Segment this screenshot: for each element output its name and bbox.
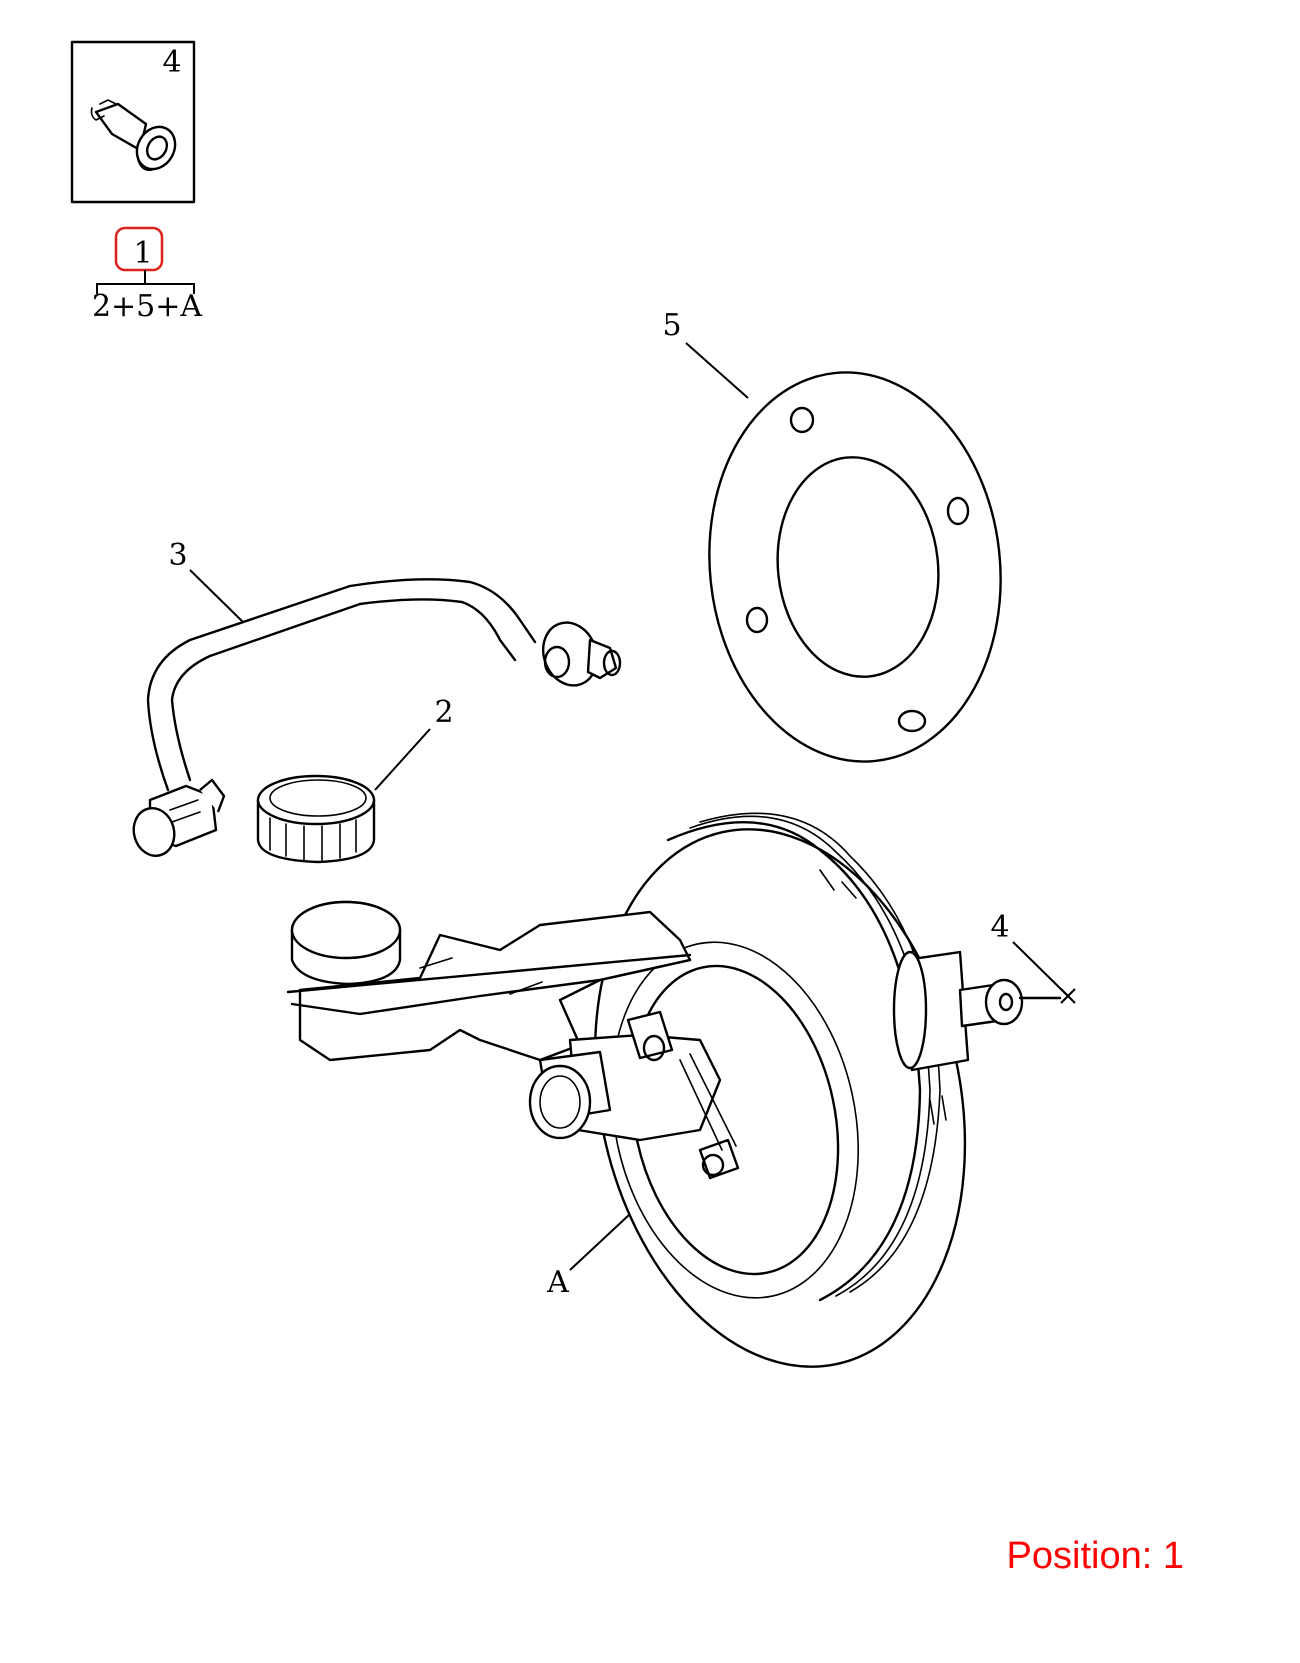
group-callout[interactable]: 1 2+5+A xyxy=(92,226,202,324)
booster-assembly-A[interactable]: A xyxy=(286,795,1062,1402)
inset-part-4[interactable]: 4 xyxy=(70,40,196,204)
inset-callout-4: 4 xyxy=(162,45,181,80)
hose-tube xyxy=(146,578,537,792)
gasket-bolt-hole xyxy=(789,406,815,434)
cap-top xyxy=(256,774,376,826)
master-cylinder-reservoir xyxy=(286,900,692,1062)
gasket-bolt-hole xyxy=(897,709,927,733)
callout-A: A xyxy=(546,1265,569,1300)
callout-5: 5 xyxy=(662,308,681,343)
booster-pushrod xyxy=(892,950,1062,1125)
hose-tube xyxy=(170,598,517,782)
leader-4 xyxy=(1012,941,1069,997)
gasket-bolt-hole xyxy=(745,606,769,634)
leader-3 xyxy=(189,569,244,623)
callout-3: 3 xyxy=(168,538,187,573)
callout-4: 4 xyxy=(990,910,1009,945)
clip-part-4[interactable]: 4 xyxy=(990,910,1076,1004)
gasket-outer-edge xyxy=(708,371,1002,763)
master-cylinder-body xyxy=(528,1010,740,1180)
clip-pin-icon xyxy=(90,99,177,172)
leader-A xyxy=(569,1213,631,1271)
callout-highlight xyxy=(114,226,164,272)
group-formula: 2+5+A xyxy=(92,289,202,324)
clip-marker-icon xyxy=(1060,988,1076,1004)
group-callout-1: 1 xyxy=(133,236,152,271)
gasket-bolt-hole xyxy=(946,496,970,526)
gasket-center-hole xyxy=(776,456,940,678)
cap-grip-ridges xyxy=(269,817,357,861)
inset-frame xyxy=(70,40,196,204)
hose-connector-start xyxy=(132,778,226,857)
cap-part-2[interactable]: 2 xyxy=(256,695,454,864)
leader-2 xyxy=(374,728,431,791)
callout-2: 2 xyxy=(434,695,453,730)
group-bracket xyxy=(96,270,195,294)
cap-top-rim xyxy=(269,779,367,817)
leader-5 xyxy=(685,342,749,399)
position-label: Position: 1 xyxy=(1006,1535,1184,1577)
hose-part-3[interactable]: 3 xyxy=(128,538,622,860)
hose-connector-end xyxy=(542,621,622,687)
gasket-part-5[interactable]: 5 xyxy=(662,308,1019,776)
